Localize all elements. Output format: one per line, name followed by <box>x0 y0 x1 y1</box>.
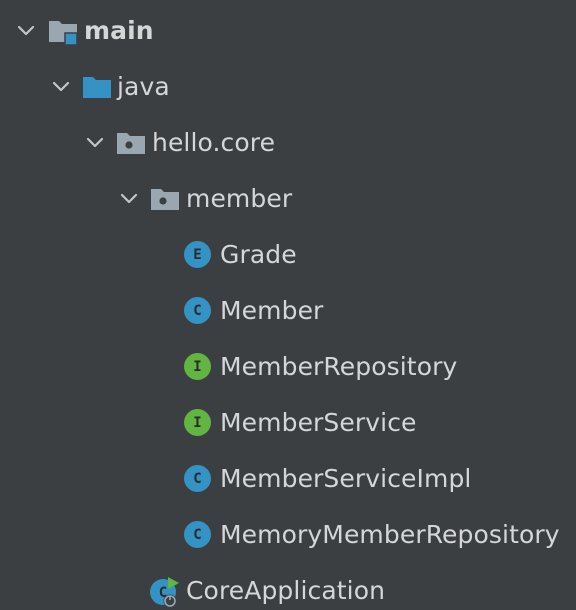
tree-node-label: MemberRepository <box>220 352 458 381</box>
enum-icon: E <box>184 241 211 268</box>
tree-node-member-service-impl[interactable]: C MemberServiceImpl <box>0 451 576 507</box>
tree-node-member-class[interactable]: C Member <box>0 283 576 339</box>
tree-node-label: MemberServiceImpl <box>220 464 472 493</box>
class-icon: C <box>184 297 211 324</box>
chevron-down-icon[interactable] <box>120 190 138 208</box>
tree-node-label: Member <box>220 296 324 325</box>
svg-text:C: C <box>159 585 167 601</box>
package-folder-icon <box>151 189 179 210</box>
tree-node-main[interactable]: main <box>0 3 576 59</box>
package-folder-icon <box>117 133 145 154</box>
spring-boot-application-icon: C <box>150 577 179 608</box>
tree-node-core-application[interactable]: C CoreApplication <box>0 563 576 610</box>
tree-node-label: member <box>186 184 293 213</box>
tree-node-java[interactable]: java <box>0 59 576 115</box>
chevron-down-icon[interactable] <box>86 134 104 152</box>
tree-node-label: main <box>84 16 154 45</box>
tree-node-label: Grade <box>220 240 297 269</box>
tree-node-member-service[interactable]: I MemberService <box>0 395 576 451</box>
chevron-down-icon[interactable] <box>52 78 70 96</box>
tree-node-grade[interactable]: E Grade <box>0 227 576 283</box>
interface-icon: I <box>184 409 211 436</box>
tree-node-label: MemberService <box>220 408 417 437</box>
class-icon: C <box>184 465 211 492</box>
tree-node-member-repository[interactable]: I MemberRepository <box>0 339 576 395</box>
tree-node-label: java <box>117 72 170 101</box>
interface-icon: I <box>184 353 211 380</box>
source-folder-icon <box>83 77 111 98</box>
tree-node-hello-core[interactable]: hello.core <box>0 115 576 171</box>
tree-node-label: MemoryMemberRepository <box>220 520 560 549</box>
tree-node-label: CoreApplication <box>186 576 386 605</box>
tree-node-memory-member-repository[interactable]: C MemoryMemberRepository <box>0 507 576 563</box>
tree-node-label: hello.core <box>152 128 276 157</box>
class-icon: C <box>184 521 211 548</box>
chevron-down-icon[interactable] <box>17 22 35 40</box>
tree-node-member[interactable]: member <box>0 171 576 227</box>
source-root-folder-icon <box>49 21 78 46</box>
